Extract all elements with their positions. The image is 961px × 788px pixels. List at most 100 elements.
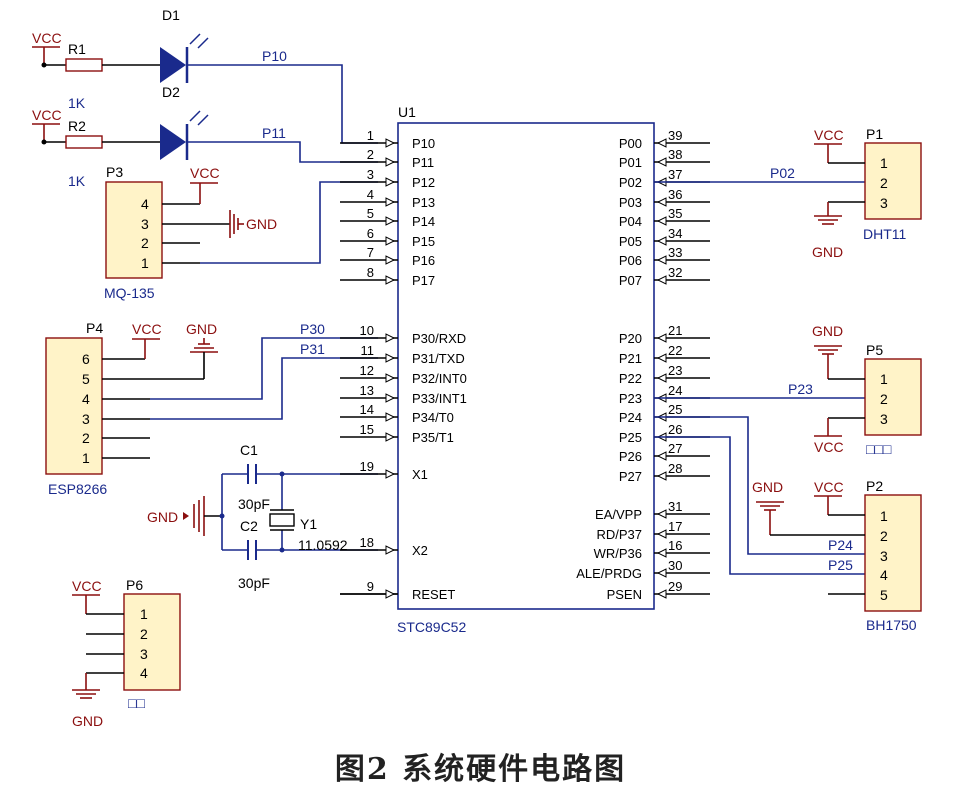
svg-text:11.0592: 11.0592 xyxy=(298,537,348,553)
svg-text:4: 4 xyxy=(82,391,90,407)
pin-name: P27 xyxy=(619,469,642,484)
pin-number: 17 xyxy=(668,519,682,534)
svg-text:3: 3 xyxy=(880,195,888,211)
connector-p2: P2 BH1750 1 2 3 4 5 xyxy=(864,478,922,633)
svg-text:GND: GND xyxy=(752,479,783,495)
pin-number: 22 xyxy=(668,343,682,358)
pin-name: P11 xyxy=(412,155,434,170)
figure-caption: 图2 系统硬件电路图 xyxy=(334,752,627,787)
pin-number: 13 xyxy=(360,383,374,398)
mcu-ref: U1 xyxy=(398,104,416,120)
svg-text:Y1: Y1 xyxy=(300,516,317,532)
pin-number: 26 xyxy=(668,422,682,437)
svg-text:2: 2 xyxy=(880,528,888,544)
vcc-symbol-r1: VCC xyxy=(32,30,62,68)
svg-text:4: 4 xyxy=(141,196,149,212)
gnd-symbol-p1: GND xyxy=(812,201,865,260)
circuit-diagram: VCC R1 1K D1 P10 VCC R2 1K D2 P11 P3 MQ-… xyxy=(32,7,922,729)
resistor-r1 xyxy=(65,58,103,72)
svg-text:1: 1 xyxy=(141,255,149,271)
svg-text:4: 4 xyxy=(880,567,888,583)
resistor-r2 xyxy=(65,135,103,149)
svg-text:3: 3 xyxy=(140,646,148,662)
pin-number: 36 xyxy=(668,187,682,202)
connector-p5: P5 □□□ 1 2 3 xyxy=(864,342,922,457)
pin-number: 1 xyxy=(367,128,374,143)
mcu-part: STC89C52 xyxy=(397,619,466,635)
mcu-u1 xyxy=(397,122,655,610)
pin-name: P07 xyxy=(619,273,642,288)
pin-number: 14 xyxy=(360,402,374,417)
pin-number: 27 xyxy=(668,441,682,456)
pin-name: P20 xyxy=(619,331,642,346)
svg-text:P1: P1 xyxy=(866,126,883,142)
r2-label: R2 xyxy=(68,118,86,134)
svg-text:P4: P4 xyxy=(86,320,103,336)
svg-text:P6: P6 xyxy=(126,577,143,593)
pin-number: 38 xyxy=(668,147,682,162)
svg-text:□□: □□ xyxy=(128,695,145,711)
pin-name: P13 xyxy=(412,195,435,210)
pin-number: 3 xyxy=(367,167,374,182)
svg-text:VCC: VCC xyxy=(32,107,62,123)
mcu-right-pins: 39P0038P0137P0236P0335P0434P0533P0632P07… xyxy=(576,128,710,602)
pin-name: X2 xyxy=(412,543,428,558)
pin-number: 7 xyxy=(367,245,374,260)
svg-text:GND: GND xyxy=(147,509,178,525)
vcc-symbol-p6: VCC xyxy=(72,578,124,615)
d2-label: D2 xyxy=(162,84,180,100)
gnd-symbol-p3: GND xyxy=(229,210,277,238)
pin-name: P02 xyxy=(619,175,642,190)
pin-name: P15 xyxy=(412,234,435,249)
pin-name: P10 xyxy=(412,136,435,151)
svg-text:1: 1 xyxy=(880,155,888,171)
svg-text:VCC: VCC xyxy=(132,321,162,337)
svg-text:GND: GND xyxy=(812,323,843,339)
pin-name: P23 xyxy=(619,391,642,406)
pin-name: P33/INT1 xyxy=(412,391,467,406)
pin-name: P30/RXD xyxy=(412,331,466,346)
pin-number: 8 xyxy=(367,265,374,280)
pin-name: P34/T0 xyxy=(412,410,454,425)
gnd-symbol-p4: GND xyxy=(186,321,218,379)
connector-p4: P4 ESP8266 6 5 4 3 2 1 xyxy=(45,320,107,497)
pin-name: WR/P36 xyxy=(594,546,642,561)
svg-text:□□□: □□□ xyxy=(866,441,892,457)
net-p10: P10 xyxy=(262,48,287,64)
pin-number: 33 xyxy=(668,245,682,260)
capacitor-c2: C2 30pF xyxy=(238,518,270,591)
svg-text:GND: GND xyxy=(186,321,217,337)
pin-number: 30 xyxy=(668,558,682,573)
pin-number: 34 xyxy=(668,226,682,241)
net-p23: P23 xyxy=(788,381,813,397)
svg-text:P5: P5 xyxy=(866,342,883,358)
r2-value: 1K xyxy=(68,173,86,189)
svg-text:5: 5 xyxy=(880,587,888,603)
svg-text:30pF: 30pF xyxy=(238,496,270,512)
pin-number: 19 xyxy=(360,459,374,474)
svg-text:6: 6 xyxy=(82,351,90,367)
svg-text:C1: C1 xyxy=(240,442,258,458)
pin-number: 16 xyxy=(668,538,682,553)
pin-name: P25 xyxy=(619,430,642,445)
svg-text:DHT11: DHT11 xyxy=(863,226,907,242)
pin-name: P22 xyxy=(619,371,642,386)
pin-number: 32 xyxy=(668,265,682,280)
